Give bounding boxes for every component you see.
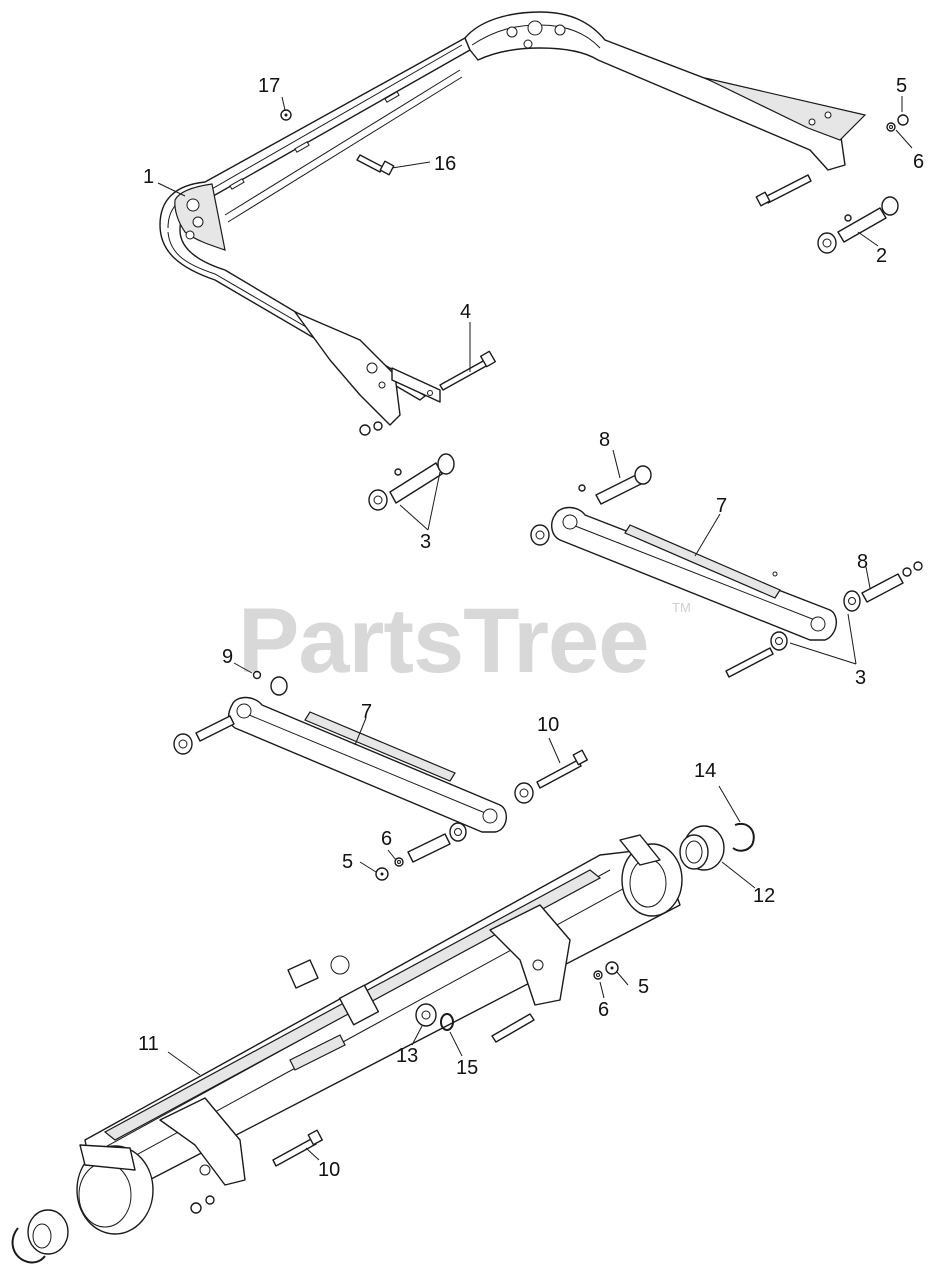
callout-3-right: 3 (855, 667, 866, 689)
callout-9: 9 (222, 646, 233, 668)
part-7-arm-upper[interactable] (530, 506, 837, 641)
part-2-pin-assembly[interactable] (817, 196, 899, 254)
part-12-bearing[interactable] (679, 825, 725, 871)
part-11-axle[interactable] (76, 834, 683, 1235)
right-bolt[interactable] (755, 174, 812, 207)
callout-1: 1 (143, 166, 154, 188)
callout-7-lower: 7 (361, 701, 372, 723)
part-10-bolt-upper[interactable] (514, 749, 588, 804)
part-13-bushing[interactable] (415, 1003, 437, 1027)
callout-11: 11 (138, 1033, 159, 1055)
part-5-nut-mid[interactable] (375, 867, 389, 881)
callout-6-lower: 6 (598, 999, 609, 1021)
callout-5-top: 5 (896, 75, 907, 97)
part-3-pin-assembly-left[interactable] (368, 453, 455, 511)
part-8-pin-right[interactable] (861, 561, 923, 603)
part-8-pin-upper[interactable] (578, 465, 652, 505)
part-17-nut[interactable] (280, 109, 292, 121)
callout-10-upper: 10 (537, 714, 559, 736)
part-6-washer-mid[interactable] (394, 857, 404, 867)
part-3-pin-assembly-right[interactable] (725, 590, 861, 678)
callout-5-lower: 5 (638, 976, 649, 998)
part-9-nut[interactable] (252, 670, 262, 680)
callout-12: 12 (753, 885, 775, 907)
callout-13: 13 (396, 1045, 418, 1067)
upper-frame[interactable] (159, 11, 867, 426)
part-5-nut-top[interactable] (897, 114, 909, 126)
callout-3-left: 3 (420, 531, 431, 553)
leg-nut[interactable] (359, 421, 383, 436)
part-15-ring[interactable] (440, 1013, 454, 1031)
callout-8-upper: 8 (599, 429, 610, 451)
callout-15: 15 (456, 1057, 478, 1079)
callout-16: 16 (434, 153, 456, 175)
part-10-bolt-lower[interactable] (272, 1129, 323, 1167)
leader-lines (157, 96, 913, 1161)
callout-7-upper: 7 (716, 495, 727, 517)
callout-2: 2 (876, 245, 887, 267)
watermark-trademark: TM (672, 600, 691, 615)
callout-5-mid: 5 (342, 851, 353, 873)
callout-8-right: 8 (857, 551, 868, 573)
part-5-nut-lower[interactable] (605, 961, 619, 975)
part-7-arm-lower[interactable] (173, 676, 507, 833)
callout-17: 17 (258, 75, 280, 97)
callout-6-top: 6 (913, 151, 924, 173)
watermark: PartsTree TM (238, 590, 691, 692)
callout-14: 14 (694, 760, 716, 782)
part-14-retaining-ring[interactable] (732, 822, 755, 852)
axle-bolt[interactable] (491, 1013, 535, 1043)
axle-nuts-lower-left[interactable] (190, 1195, 215, 1214)
lower-pin-assembly[interactable] (407, 822, 467, 863)
callout-10-lower: 10 (318, 1159, 340, 1181)
callout-4: 4 (460, 301, 471, 323)
left-retaining-ring[interactable] (11, 1227, 46, 1264)
part-4-bolt[interactable] (439, 350, 497, 391)
callouts: 1 2 3 3 4 5 5 5 6 6 6 7 7 8 8 9 10 10 11… (138, 75, 924, 1181)
part-6-washer-lower[interactable] (593, 970, 603, 980)
watermark-text: PartsTree (238, 590, 648, 692)
left-bearing[interactable] (27, 1209, 69, 1255)
part-16-bolt[interactable] (356, 154, 395, 176)
part-6-washer-top[interactable] (886, 122, 896, 132)
callout-6-mid: 6 (381, 828, 392, 850)
